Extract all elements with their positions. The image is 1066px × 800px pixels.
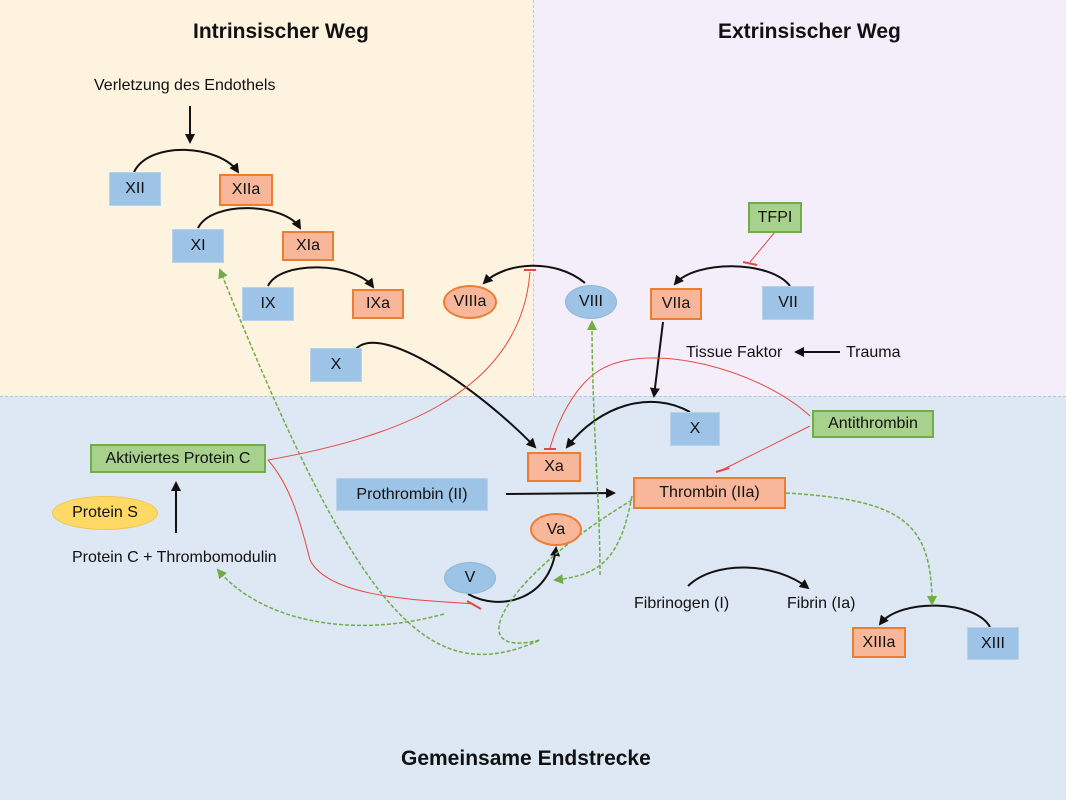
- label-trauma: Trauma: [846, 344, 901, 361]
- heading-intrinsic: Intrinsischer Weg: [193, 20, 369, 43]
- node-ixa: IXa: [352, 289, 404, 319]
- vii-to-viia-arrow: [673, 265, 791, 287]
- node-thrombin: Thrombin (IIa): [633, 477, 786, 509]
- label-endothel: Verletzung des Endothels: [94, 77, 276, 94]
- x-to-xa-intrinsic-arrow: [354, 341, 537, 449]
- label-protein-c-thrombomodulin: Protein C + Thrombomodulin: [72, 549, 277, 566]
- viii-to-viiia-arrow: [482, 264, 586, 285]
- v-to-va-arrow: [467, 546, 561, 603]
- xi-to-xia-arrow: [197, 207, 302, 230]
- thrombin-to-viii-feedback: [587, 320, 601, 576]
- node-x-extrinsic: X: [670, 412, 720, 446]
- antithrombin-inhibits-thrombin-line: [721, 425, 811, 471]
- label-fibrinogen: Fibrinogen (I): [634, 595, 730, 612]
- node-x-intrinsic: X: [310, 348, 362, 382]
- node-protein-s: Protein S: [52, 496, 158, 530]
- node-xiii: XIII: [967, 627, 1019, 660]
- antithrombin-inhibits-xa-line: [549, 357, 811, 449]
- node-aktiviertes-protein-c: Aktiviertes Protein C: [90, 444, 266, 473]
- node-viia: VIIa: [650, 288, 702, 320]
- inhibition-bars: [466, 261, 758, 610]
- viia-to-x-arrow: [650, 321, 664, 398]
- thrombin-to-xiii-feedback: [785, 492, 937, 606]
- node-v: V: [444, 562, 496, 594]
- thrombin-feedback-arrows: [216, 268, 937, 656]
- node-xa: Xa: [527, 452, 581, 482]
- node-viiia: VIIIa: [443, 285, 497, 319]
- node-xia: XIa: [282, 231, 334, 261]
- node-xiia: XIIa: [219, 174, 273, 206]
- apc-inhibits-viiia-line: [267, 271, 531, 461]
- node-xi: XI: [172, 229, 224, 263]
- node-prothrombin: Prothrombin (II): [336, 478, 488, 511]
- node-ix: IX: [242, 287, 294, 321]
- node-tfpi: TFPI: [748, 202, 802, 233]
- ix-to-ixa-arrow: [267, 266, 375, 289]
- node-va: Va: [530, 513, 582, 546]
- tfpi-inhibition-line: [749, 231, 776, 263]
- inhibition-lines: [267, 231, 811, 605]
- label-tissue-faktor: Tissue Faktor: [686, 344, 783, 361]
- thrombin-to-protein-c-feedback: [216, 568, 445, 627]
- node-viii: VIII: [565, 285, 617, 319]
- heading-common: Gemeinsame Endstrecke: [401, 747, 651, 770]
- node-antithrombin: Antithrombin: [812, 410, 934, 438]
- xiii-to-xiiia-arrow: [878, 604, 991, 628]
- thrombin-to-v-feedback: [553, 495, 633, 585]
- prothrombin-to-thrombin-arrow: [505, 488, 616, 499]
- x-to-xa-extrinsic-arrow: [565, 400, 691, 449]
- label-fibrin: Fibrin (Ia): [787, 595, 856, 612]
- node-vii: VII: [762, 286, 814, 320]
- thrombin-to-xi-feedback: [218, 268, 633, 656]
- node-xiiia: XIIIa: [852, 627, 906, 658]
- extrinsic-pathway-region: [533, 0, 1066, 396]
- fibrinogen-to-fibrin-arrow: [687, 566, 810, 590]
- apc-inhibits-v-line: [267, 459, 475, 605]
- xii-to-xiia-arrow: [133, 148, 240, 174]
- node-xii: XII: [109, 172, 161, 206]
- heading-extrinsic: Extrinsischer Weg: [718, 20, 901, 43]
- activation-arrows: [133, 106, 991, 628]
